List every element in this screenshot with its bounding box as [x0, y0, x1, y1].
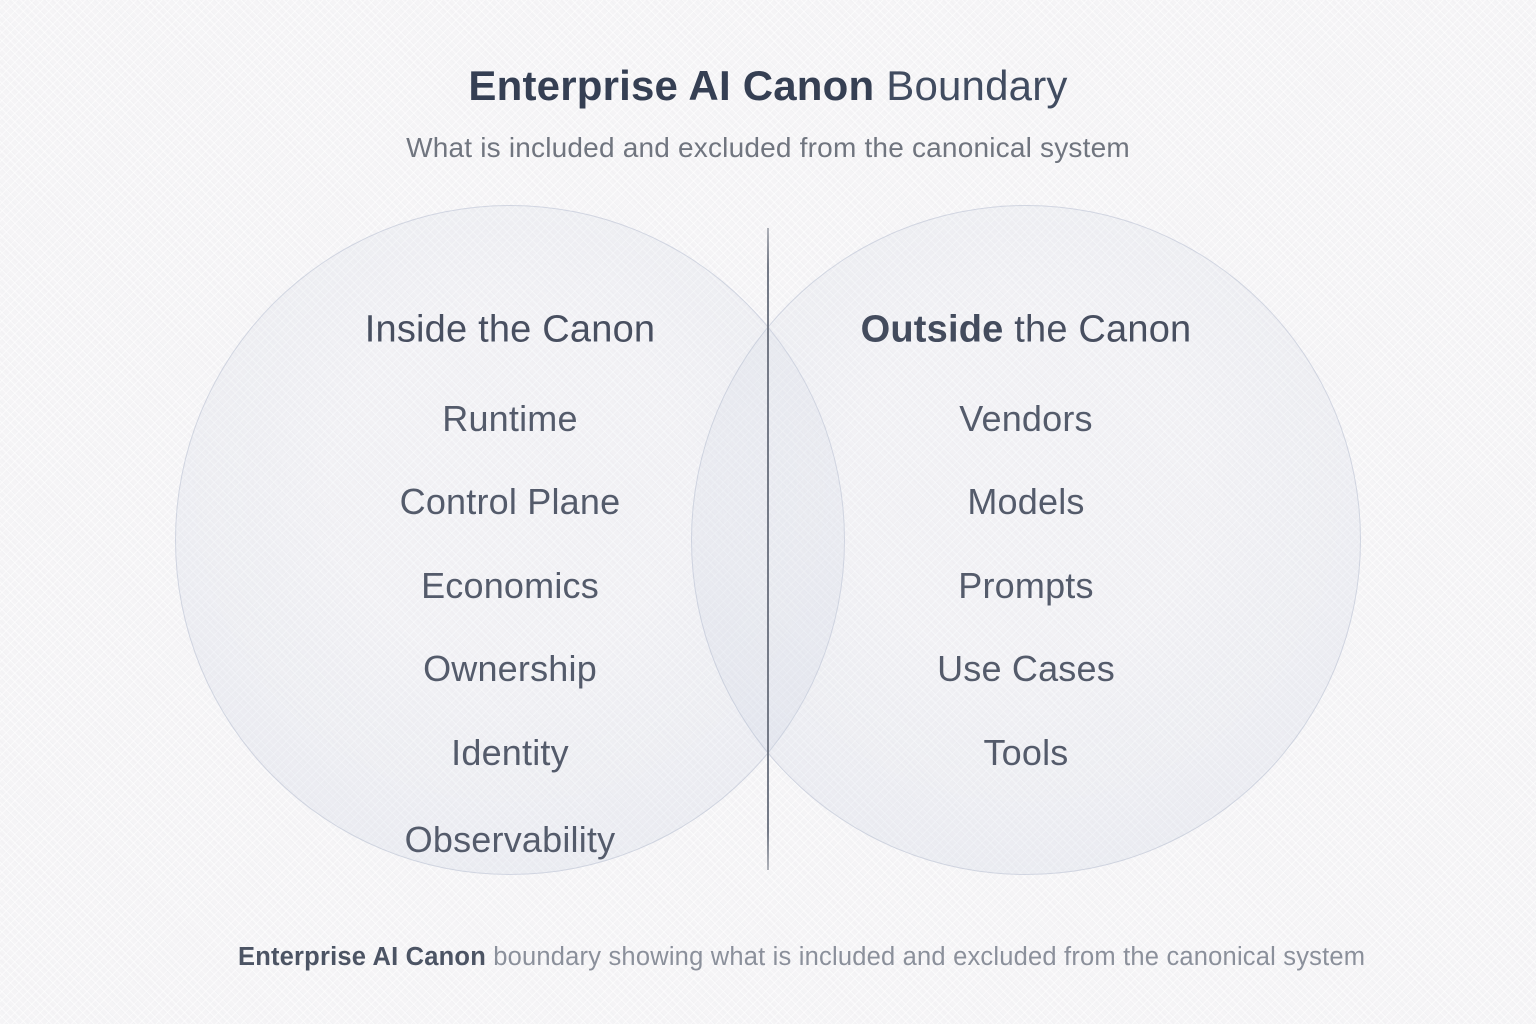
venn-item: Control Plane [399, 481, 621, 522]
venn-item: Tools [983, 732, 1069, 773]
page-subtitle: What is included and excluded from the c… [406, 132, 1130, 163]
figure-caption-rest: boundary showing what is included and ex… [485, 943, 1366, 971]
venn-item: Runtime [442, 398, 578, 439]
inside-column: Inside the Canon Runtime Control Plane E… [175, 205, 845, 875]
inside-heading: Inside the Canon [175, 309, 845, 352]
venn-item: Prompts [958, 565, 1094, 606]
outside-heading-bold: Outside [860, 308, 1004, 351]
venn-item: Identity [451, 732, 569, 773]
venn-item: Observability [404, 819, 616, 860]
outside-heading-rest: the Canon [1003, 308, 1192, 351]
page-title-light: Boundary [874, 62, 1068, 109]
page-title: Enterprise AI Canon Boundary [0, 62, 1536, 110]
boundary-divider-line [767, 228, 769, 870]
outside-column: Outside the Canon Vendors Models Prompts… [691, 205, 1361, 875]
venn-item: Vendors [959, 398, 1093, 439]
inside-heading-rest: Inside the Canon [364, 308, 656, 351]
venn-item: Ownership [423, 648, 597, 689]
figure-caption-bold: Enterprise AI Canon [238, 943, 486, 971]
figure-caption: Enterprise AI Canon boundary showing wha… [238, 942, 1365, 972]
outside-heading: Outside the Canon [691, 309, 1361, 352]
venn-item: Economics [421, 565, 599, 606]
venn-item: Models [967, 481, 1085, 522]
outside-circle [691, 205, 1361, 875]
venn-item: Use Cases [937, 648, 1115, 689]
page-title-bold: Enterprise AI Canon [468, 62, 875, 109]
